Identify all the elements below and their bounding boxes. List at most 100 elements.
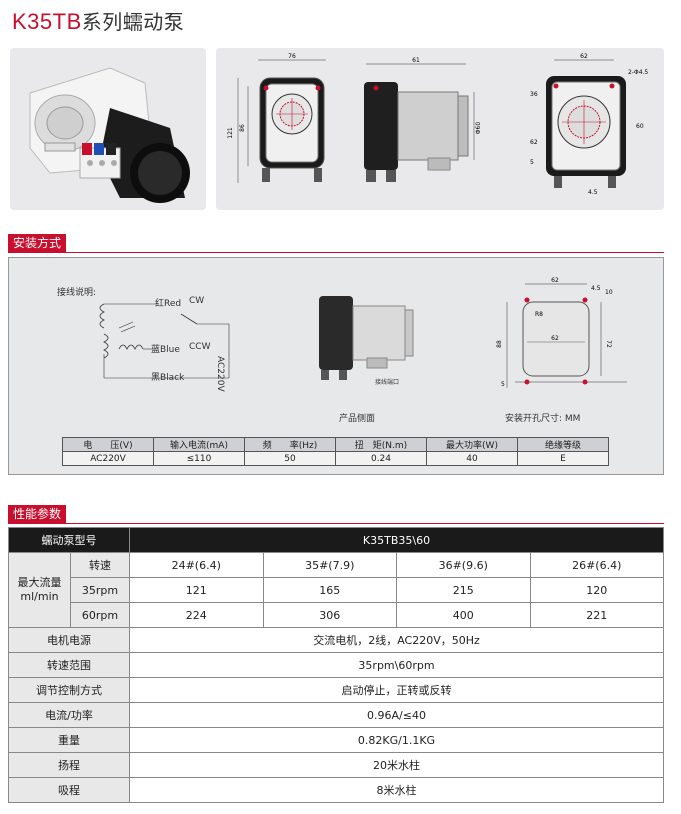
spec-value-cell: E — [517, 451, 609, 466]
perf-flow-cell: 165 — [262, 577, 397, 603]
title-suffix: 系列蠕动泵 — [81, 10, 185, 34]
hole-caption: 安装开孔尺寸: MM — [505, 414, 581, 424]
perf-prop-value: 0.82KG/1.1KG — [129, 727, 664, 753]
perf-prop-value: 35rpm\60rpm — [129, 652, 664, 678]
perf-prop-value: 8米水柱 — [129, 777, 664, 803]
product-photo — [10, 48, 206, 210]
spec-value-cell: ≤110 — [153, 451, 245, 466]
perf-prop-label: 电流/功率 — [8, 702, 130, 728]
side-caption: 产品侧面 — [339, 414, 376, 424]
performance-table: 蠕动泵型号 K35TB35\60 最大流量 ml/min 转速 24#(6.4)… — [8, 527, 664, 803]
perf-flow-cell: 224 — [129, 602, 264, 628]
dim-front-height-inner: 86 — [239, 124, 246, 132]
perf-prop-label: 重量 — [8, 727, 130, 753]
perf-model-value: K35TB35\60 — [129, 527, 664, 553]
spec-value-cell: 40 — [426, 451, 518, 466]
hole-diagram: 62 4.5 10 R8 62 88 72 5 — [496, 277, 627, 388]
front-view: 76 121 86 — [227, 53, 326, 183]
title-model: K35TB — [12, 9, 82, 34]
page-title: K35TB系列蠕动泵 — [12, 6, 184, 35]
perf-prop-row: 重量 0.82KG/1.1KG — [8, 727, 664, 753]
wiring-diagram — [99, 303, 230, 379]
perf-prop-row: 调节控制方式 启动停止，正转或反转 — [8, 677, 664, 703]
pump-photo-illustration — [29, 67, 190, 203]
spec-value-cell: 0.24 — [335, 451, 427, 466]
spec-header-cell: 扭 矩(N.m) — [335, 437, 427, 452]
dim-mount-bottom2: 4.5 — [588, 189, 598, 196]
perf-prop-value: 启动停止，正转或反转 — [129, 677, 664, 703]
dim-mount-hole: 2-Φ4.5 — [628, 69, 648, 76]
hole-dim-hole: 4.5 — [591, 285, 601, 292]
wire-ccw-label: CCW — [189, 342, 211, 352]
ac-voltage-label: AC220V — [215, 356, 225, 392]
perf-flow-cell: 400 — [396, 602, 531, 628]
perf-prop-row: 扬程 20米水柱 — [8, 752, 664, 778]
dim-front-height-outer: 121 — [227, 127, 234, 139]
wiring-title: 接线说明: — [57, 288, 97, 298]
product-side-diagram — [319, 296, 414, 380]
perf-speed-label: 转速 — [70, 552, 130, 578]
perf-flow-cell: 120 — [529, 577, 664, 603]
perf-header-row: 蠕动泵型号 K35TB35\60 — [8, 527, 664, 553]
perf-prop-row: 转速范围 35rpm\60rpm — [8, 652, 664, 678]
dim-front-width: 76 — [288, 53, 296, 60]
spec-header-cell: 绝缘等级 — [517, 437, 609, 452]
perf-prop-row: 电机电源 交流电机，2线，AC220V，50Hz — [8, 627, 664, 653]
section-performance-label: 性能参数 — [8, 505, 67, 523]
spec-header-cell: 最大功率(W) — [426, 437, 518, 452]
port-label: 接线端口 — [375, 379, 400, 386]
hole-dim-inner: 62 — [551, 335, 559, 342]
perf-tube-row: 最大流量 ml/min 转速 24#(6.4) 35#(7.9) 36#(9.6… — [8, 552, 664, 628]
section-install-label: 安装方式 — [8, 234, 67, 252]
perf-prop-label: 吸程 — [8, 777, 130, 803]
hole-dim-r: 10 — [605, 289, 613, 296]
perf-prop-value: 交流电机，2线，AC220V，50Hz — [129, 627, 664, 653]
perf-rpm-label: 60rpm — [70, 602, 130, 628]
perf-tube-cell: 24#(6.4) — [129, 552, 264, 578]
perf-tube-cell: 35#(7.9) — [262, 552, 397, 578]
perf-prop-label: 转速范围 — [8, 652, 130, 678]
dim-mount-bottom1: 5 — [530, 159, 534, 166]
spec-value-cell: 50 — [244, 451, 336, 466]
perf-prop-label: 扬程 — [8, 752, 130, 778]
dim-mount-top: 62 — [580, 53, 588, 60]
perf-flow-row: 60rpm 224 306 400 221 — [9, 602, 664, 628]
perf-prop-row: 电流/功率 0.96A/≤40 — [8, 702, 664, 728]
perf-flow-cell: 121 — [129, 577, 264, 603]
perf-flow-cell: 215 — [396, 577, 531, 603]
section-performance-line — [8, 523, 664, 524]
spec-value-cell: AC220V — [62, 451, 154, 466]
perf-flow-cell: 306 — [262, 602, 397, 628]
perf-flow-row: 35rpm 121 165 215 120 — [9, 577, 664, 603]
wire-red-label: 红Red — [155, 299, 182, 309]
wire-black-label: 黑Black — [151, 373, 185, 383]
spec-header-cell: 电 压(V) — [62, 437, 154, 452]
wire-blue-label: 蓝Blue — [151, 345, 180, 355]
dim-side-dia: Φ60 — [475, 122, 482, 135]
hole-dim-radius: R8 — [535, 311, 543, 318]
mount-view: 62 2-Φ4.5 36 62 60 5 4.5 — [530, 53, 648, 196]
perf-prop-value: 0.96A/≤40 — [129, 702, 664, 728]
spec-header-cell: 输入电流(mA) — [153, 437, 245, 452]
wire-cw-label: CW — [189, 296, 205, 306]
side-view: 61 Φ60 — [364, 57, 482, 182]
perf-prop-label: 电机电源 — [8, 627, 130, 653]
spec-value-row: AC220V ≤110 50 0.24 40 E — [62, 451, 609, 466]
dim-mount-right: 60 — [636, 123, 644, 130]
perf-tube-cell: 36#(9.6) — [396, 552, 531, 578]
hole-dim-left: 88 — [496, 340, 503, 348]
dim-mount-left1: 36 — [530, 91, 538, 98]
electrical-spec-table: 电 压(V) 输入电流(mA) 频 率(Hz) 扭 矩(N.m) 最大功率(W)… — [62, 437, 609, 466]
perf-prop-label: 调节控制方式 — [8, 677, 130, 703]
spec-header-row: 电 压(V) 输入电流(mA) 频 率(Hz) 扭 矩(N.m) 最大功率(W)… — [62, 437, 609, 452]
spec-header-cell: 频 率(Hz) — [244, 437, 336, 452]
perf-rpm-label: 35rpm — [70, 577, 130, 603]
perf-model-label: 蠕动泵型号 — [8, 527, 130, 553]
dim-side-depth: 61 — [412, 57, 420, 64]
technical-drawing: 76 121 86 61 Φ — [216, 48, 664, 210]
section-install-line — [8, 252, 664, 253]
perf-prop-value: 20米水柱 — [129, 752, 664, 778]
dimension-drawing: 76 121 86 61 Φ — [227, 53, 648, 196]
perf-flow-label: 最大流量 ml/min — [8, 552, 71, 628]
perf-prop-row: 吸程 8米水柱 — [8, 777, 664, 803]
